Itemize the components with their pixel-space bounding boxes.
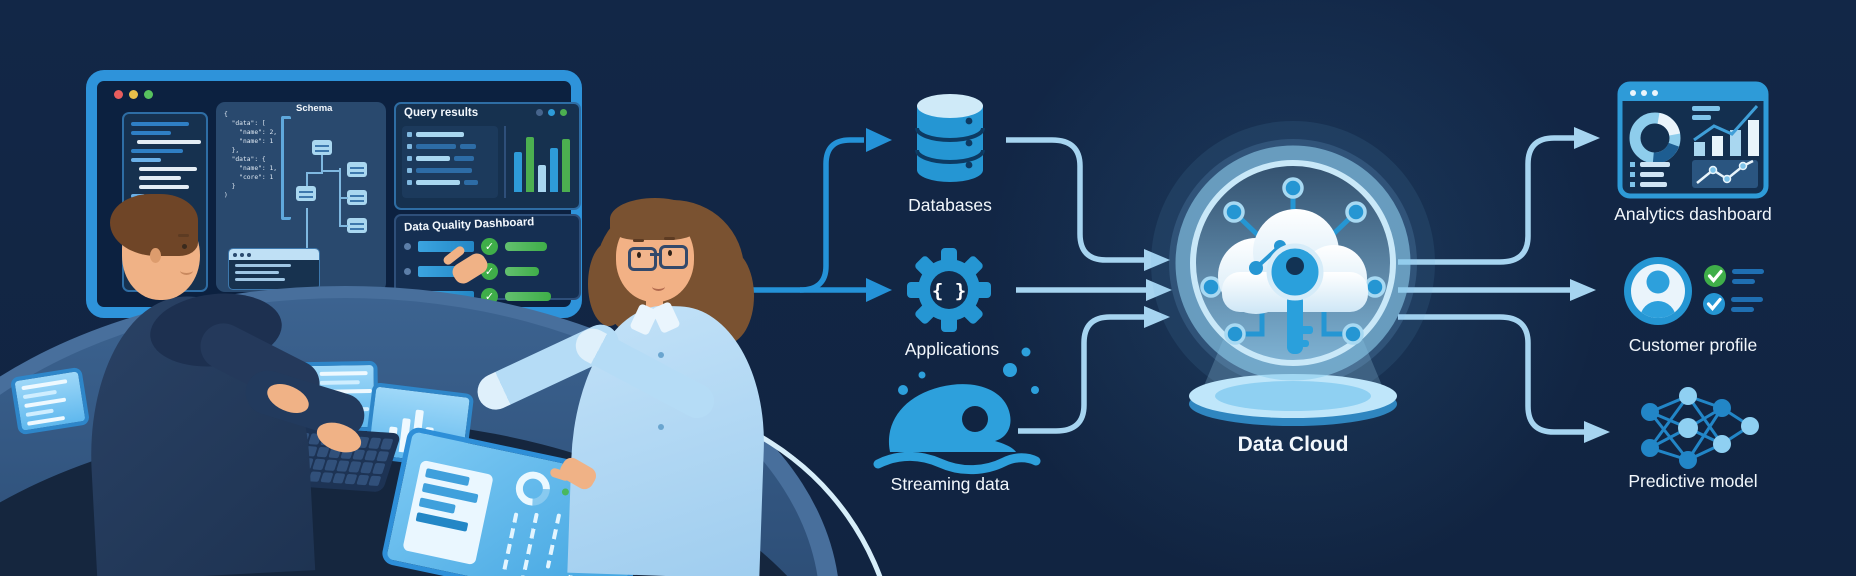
query-chart-bar — [514, 152, 522, 192]
query-chart-bar — [538, 165, 546, 192]
check-green-icon — [1704, 265, 1726, 287]
arrowhead-to-applications-icon — [866, 278, 892, 302]
person-man-smile — [180, 266, 193, 275]
person-man-ear — [150, 248, 161, 263]
predictive-model-icon — [1641, 387, 1759, 469]
data-cloud-icon — [1151, 121, 1435, 426]
arrowhead-stream-to-hub-icon — [1144, 306, 1170, 328]
schema-connector — [321, 155, 323, 173]
label-streaming-data: Streaming data — [890, 474, 1010, 494]
schema-node-icon — [347, 190, 367, 205]
arrowhead-to-predictive-icon — [1584, 421, 1610, 443]
traffic-light-red-icon — [114, 90, 123, 99]
shirt-button — [658, 424, 664, 430]
traffic-light-green-icon — [144, 90, 153, 99]
schema-node-icon — [312, 140, 332, 155]
shirt-button — [658, 352, 664, 358]
code-line — [131, 158, 161, 162]
mini-bar-chart-icon — [1693, 105, 1759, 156]
schema-node-icon — [347, 218, 367, 233]
glasses-icon — [659, 245, 688, 269]
query-chart-bar — [526, 137, 534, 192]
code-line — [137, 140, 201, 144]
panel-dot-icon — [560, 109, 567, 116]
label-applications: Applications — [904, 339, 1000, 359]
database-icon — [915, 94, 985, 182]
label-predictive-model: Predictive model — [1628, 471, 1758, 491]
schema-connector — [339, 197, 348, 199]
glasses-icon — [628, 247, 657, 271]
arrowhead-to-customer-icon — [1570, 279, 1596, 301]
person-woman-fringe — [610, 198, 700, 240]
label-data-cloud: Data Cloud — [1237, 433, 1349, 456]
arrowhead-to-databases-icon — [866, 128, 892, 152]
query-results-bar-chart — [504, 126, 570, 198]
panel-dot-icon — [548, 109, 555, 116]
query-results-table — [402, 126, 498, 198]
code-line — [131, 122, 189, 126]
query-result-row — [407, 168, 493, 173]
person-woman-brow — [633, 239, 644, 242]
label-analytics-dashboard: Analytics dashboard — [1614, 204, 1772, 224]
glasses-bridge — [650, 253, 660, 256]
query-result-row — [407, 144, 493, 149]
code-line — [131, 149, 183, 153]
schema-node-icon — [347, 162, 367, 177]
streaming-wave-icon — [873, 347, 1041, 475]
braces-glyph: { } — [932, 280, 966, 302]
analytics-dashboard-icon — [1617, 81, 1769, 199]
query-chart-bar — [562, 139, 570, 192]
query-result-row — [407, 180, 493, 185]
person-man-eye — [182, 244, 187, 249]
customer-profile-icon — [1624, 257, 1764, 325]
person-woman-brow — [664, 237, 675, 240]
query-result-row — [407, 156, 493, 161]
query-results-title: Query results — [404, 107, 479, 119]
panel-dot-icon — [536, 109, 543, 116]
schema-panel-title: Schema — [296, 103, 333, 114]
data-quality-row: ✓ — [404, 238, 570, 255]
query-chart-bar — [550, 148, 558, 192]
arrows-sources-to-hub — [1006, 137, 1146, 434]
mini-window-icon — [228, 248, 320, 290]
mini-line-chart-icon — [1692, 159, 1758, 188]
label-customer-profile: Customer profile — [1628, 335, 1758, 355]
traffic-light-yellow-icon — [129, 90, 138, 99]
person-man-brow — [178, 234, 189, 237]
bracket-icon — [281, 116, 291, 220]
key-icon — [1266, 243, 1324, 354]
schema-connector — [306, 208, 308, 248]
applications-gear-icon: { } — [907, 248, 991, 332]
schema-node-icon — [296, 186, 316, 201]
code-line — [139, 167, 197, 171]
code-line — [139, 185, 189, 189]
query-result-row — [407, 132, 493, 137]
neural-net-edges — [1648, 394, 1751, 462]
person-woman-smile — [652, 282, 665, 291]
person-woman-eye — [637, 252, 641, 258]
schema-connector — [306, 172, 308, 186]
schema-json-code: { "data": [ "name": 2, "name": 1 }, "dat… — [224, 111, 278, 199]
mini-list-icon — [1630, 162, 1670, 187]
check-icon: ✓ — [481, 238, 498, 255]
schema-connector — [321, 170, 339, 172]
arrows-hub-to-outputs — [1398, 135, 1584, 435]
person-woman-eye — [668, 250, 672, 256]
label-databases: Databases — [908, 195, 992, 215]
check-blue-icon — [1703, 293, 1725, 315]
schema-connector — [306, 172, 323, 174]
arrowhead-app-to-hub-icon — [1146, 279, 1172, 301]
arrowhead-db-to-hub-icon — [1144, 249, 1170, 271]
code-line — [131, 131, 171, 135]
arrowhead-to-analytics-icon — [1574, 127, 1600, 149]
schema-connector — [339, 225, 348, 227]
code-line — [139, 176, 181, 180]
cloud-network-nodes — [1200, 177, 1386, 345]
data-quality-panel — [394, 214, 581, 300]
